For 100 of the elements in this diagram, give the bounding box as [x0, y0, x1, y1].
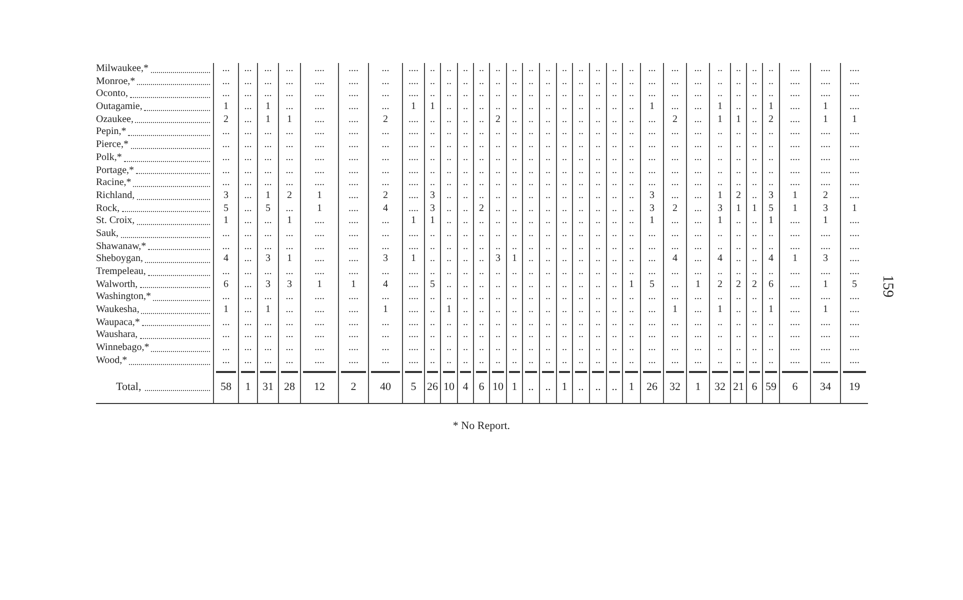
tally-entry: ....	[348, 101, 358, 114]
tally-entry: ..	[562, 304, 567, 317]
tally-entry: ....	[790, 354, 800, 368]
tally-entry: ..	[546, 228, 550, 241]
tally-entry: ...	[671, 76, 679, 88]
tally-entry: ..	[479, 101, 484, 114]
tally-entry: ..	[479, 240, 484, 254]
tally-entry: ..	[512, 329, 517, 342]
tally-entry: ..	[768, 240, 774, 254]
tally-entry: 4	[383, 278, 388, 292]
tally-entry: ....	[348, 240, 358, 254]
tally-entry: ...	[286, 202, 294, 216]
tally-entry: ..	[496, 278, 500, 292]
tally-entry: ....	[850, 304, 860, 317]
tally-entry: ..	[629, 215, 634, 228]
tally-entry: ...	[648, 177, 656, 190]
tally-entry: ...	[671, 278, 679, 292]
tally-entry: ....	[850, 126, 860, 140]
tally-entry: ..	[463, 215, 468, 228]
tally-entry: ..	[546, 304, 550, 317]
tally-entry: ..	[612, 88, 617, 102]
tally-entry: ..	[629, 240, 634, 254]
tally-entry: ..	[752, 354, 757, 368]
tally-entry: ..	[430, 63, 435, 76]
tally-entry: 3	[383, 253, 388, 266]
county-name: Sheboygan,	[96, 253, 143, 266]
tally-entry: 1	[430, 101, 435, 114]
tally-entry: ..	[528, 88, 534, 102]
tally-entry: ....	[348, 63, 358, 76]
tally-entry: ..	[562, 190, 567, 203]
tally-entry: ...	[286, 329, 294, 342]
tally-entry: ..	[612, 228, 617, 241]
tally-entry: ..	[546, 88, 550, 102]
tally-entry: ..	[736, 164, 741, 178]
tally-entry: ....	[408, 240, 418, 254]
tally-entry: ..	[446, 228, 452, 241]
tally-entry: ..	[463, 126, 468, 140]
tally-entry: ..	[496, 215, 500, 228]
tally-entry: ..	[768, 139, 774, 152]
tally-entry: ..	[736, 139, 741, 152]
tally-entry: ..	[528, 354, 534, 368]
tally-entry: ....	[790, 291, 800, 304]
tally-entry: ...	[382, 291, 390, 304]
tally-entry: ..	[496, 304, 500, 317]
tally-entry: ....	[850, 354, 860, 368]
total-entry: 5	[410, 380, 416, 396]
tally-entry: ...	[671, 88, 679, 102]
tally-entry: 2	[496, 114, 500, 126]
total-entry: 31	[262, 380, 274, 396]
tally-entry: ..	[562, 240, 567, 254]
tally-entry: ....	[314, 253, 324, 266]
tally-entry: ..	[430, 164, 435, 178]
tally-entry: ....	[790, 114, 800, 126]
tally-entry: ....	[408, 190, 418, 203]
tally-entry: ....	[314, 114, 324, 126]
tally-entry: ..	[528, 342, 534, 355]
county-name: Milwaukee,*	[96, 63, 148, 76]
tally-entry: ..	[578, 228, 584, 241]
tally-entry: ..	[736, 88, 741, 102]
tally-entry: ...	[648, 354, 656, 368]
tally-entry: ..	[512, 177, 517, 190]
tally-entry: ...	[671, 316, 679, 330]
tally-entry: ..	[629, 177, 634, 190]
tally-entry: ..	[752, 177, 757, 190]
tally-entry: ...	[244, 139, 252, 152]
tally-entry: ..	[612, 190, 617, 203]
tally-entry: 4	[768, 253, 774, 266]
tally-entry: ..	[528, 190, 534, 203]
tally-entry: ..	[596, 354, 600, 368]
tally-entry: ..	[430, 342, 435, 355]
tally-entry: ..	[546, 164, 550, 178]
tally-entry: ...	[244, 152, 252, 165]
tally-entry: ..	[612, 164, 617, 178]
tally-entry: ..	[528, 126, 534, 140]
tally-entry: ..	[768, 152, 774, 165]
tally-entry: ....	[348, 291, 358, 304]
tally-entry: ..	[463, 291, 468, 304]
tally-entry: 1	[224, 304, 228, 317]
tally-entry: ....	[790, 164, 800, 178]
tally-entry: ....	[790, 342, 800, 355]
tally-entry: ..	[446, 291, 452, 304]
tally-entry: 2	[823, 190, 828, 203]
tally-entry: ..	[512, 114, 517, 126]
tally-entry: ..	[479, 152, 484, 165]
tally-entry: ....	[820, 228, 830, 241]
tally-entry: ...	[286, 63, 294, 76]
total-entry: ..	[528, 380, 534, 396]
tally-entry: ..	[736, 101, 741, 114]
tally-entry: 5	[430, 278, 435, 292]
tally-entry: ..	[446, 139, 452, 152]
tally-entry: 1	[696, 278, 700, 292]
tally-entry: ....	[850, 329, 860, 342]
tally-entry: ....	[408, 76, 418, 88]
tally-entry: ...	[671, 342, 679, 355]
tally-entry: ...	[671, 190, 679, 203]
tally-entry: 1	[512, 253, 517, 266]
tally-entry: ....	[820, 177, 830, 190]
tally-entry: ...	[694, 253, 702, 266]
county-name: Richland,	[96, 190, 135, 203]
tally-entry: ...	[694, 114, 702, 126]
